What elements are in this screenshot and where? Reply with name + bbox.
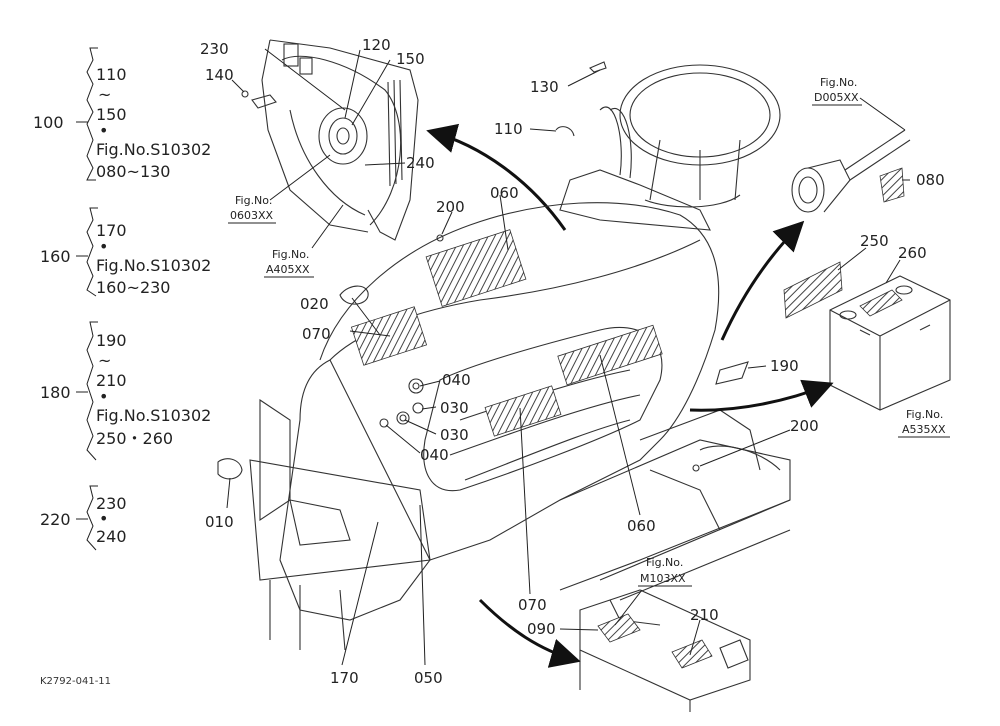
callout-080: 080 <box>916 171 945 189</box>
callout-020: 020 <box>300 295 329 313</box>
callout-170: 170 <box>330 669 359 687</box>
fig-0603-label: Fig.No. <box>235 194 272 207</box>
fig-a535-label: Fig.No. <box>906 408 943 421</box>
legend-group-180: 180 190 ~ 210 • Fig.No.S10302 250・260 <box>40 321 211 461</box>
legend-group-220: 220 230 • 240 <box>40 485 127 551</box>
fig-m103-label: Fig.No. <box>646 556 683 569</box>
callout-060-top: 060 <box>490 184 519 202</box>
callout-210: 210 <box>690 606 719 624</box>
callout-050: 050 <box>414 669 443 687</box>
legend-160-line-1: 170 <box>96 221 127 240</box>
legend-180-line-4: • <box>99 387 108 406</box>
callout-030-top: 030 <box>440 399 469 417</box>
legend-180-line-6: 250・260 <box>96 429 173 448</box>
legend-220-line-1: 230 <box>96 494 127 513</box>
legend-220-line-3: 240 <box>96 527 127 546</box>
legend-160-number: 160 <box>40 247 71 266</box>
legend-180-line-1: 190 <box>96 331 127 350</box>
callout-260: 260 <box>898 244 927 262</box>
fig-0603-code: 0603XX <box>230 209 274 222</box>
callout-200-right: 200 <box>790 417 819 435</box>
legend-100-number: 100 <box>33 113 64 132</box>
callout-190: 190 <box>770 357 799 375</box>
fig-d005-label: Fig.No. <box>820 76 857 89</box>
fig-a535-code: A535XX <box>902 423 946 436</box>
legend-160-line-2: • <box>99 237 108 256</box>
callout-070-bottom: 070 <box>518 596 547 614</box>
callout-010: 010 <box>205 513 234 531</box>
callout-250: 250 <box>860 232 889 250</box>
callout-200-top: 200 <box>436 198 465 216</box>
connector-drawing <box>791 129 911 213</box>
callout-130: 130 <box>530 78 559 96</box>
legend-180-number: 180 <box>40 383 71 402</box>
callout-230: 230 <box>200 40 229 58</box>
legend-100-line-2: ~ <box>98 85 111 104</box>
fig-d005-code: D005XX <box>814 91 859 104</box>
legend-220-line-2: • <box>99 509 108 528</box>
callout-150: 150 <box>396 50 425 68</box>
callout-110: 110 <box>494 120 523 138</box>
legend-180-line-3: 210 <box>96 371 127 390</box>
callout-140: 140 <box>205 66 234 84</box>
legend-group-100: 100 110 ~ 150 • Fig.No.S10302 080~130 <box>33 47 211 181</box>
callout-090: 090 <box>527 620 556 638</box>
fig-a405-code: A405XX <box>266 263 310 276</box>
legend-220-number: 220 <box>40 510 71 529</box>
callout-040-bottom: 040 <box>420 446 449 464</box>
tractor-hood-drawing <box>249 202 791 651</box>
legend-100-line-5: Fig.No.S10302 <box>96 140 211 159</box>
fig-m103-code: M103XX <box>640 572 686 585</box>
legend-160-line-4: 160~230 <box>96 278 170 297</box>
steering-assembly-drawing <box>559 64 781 231</box>
battery-drawing <box>829 275 951 411</box>
legend-100-line-4: • <box>99 121 108 140</box>
legend-180-line-2: ~ <box>98 351 111 370</box>
callout-040-top: 040 <box>442 371 471 389</box>
callout-060-bottom: 060 <box>627 517 656 535</box>
callout-030-bottom: 030 <box>440 426 469 444</box>
legend-160-line-3: Fig.No.S10302 <box>96 256 211 275</box>
callout-120: 120 <box>362 36 391 54</box>
drawing-code: K2792-041-11 <box>40 676 111 687</box>
legend-180-line-5: Fig.No.S10302 <box>96 406 211 425</box>
callout-070-top: 070 <box>302 325 331 343</box>
callout-240: 240 <box>406 154 435 172</box>
legend-100-line-3: 150 <box>96 105 127 124</box>
legend-100-line-6: 080~130 <box>96 162 170 181</box>
fig-a405-label: Fig.No. <box>272 248 309 261</box>
legend-100-line-1: 110 <box>96 65 127 84</box>
legend-group-160: 160 170 • Fig.No.S10302 160~230 <box>40 207 211 297</box>
bracket-drawing <box>579 589 751 712</box>
fan-shroud-drawing <box>241 39 419 241</box>
